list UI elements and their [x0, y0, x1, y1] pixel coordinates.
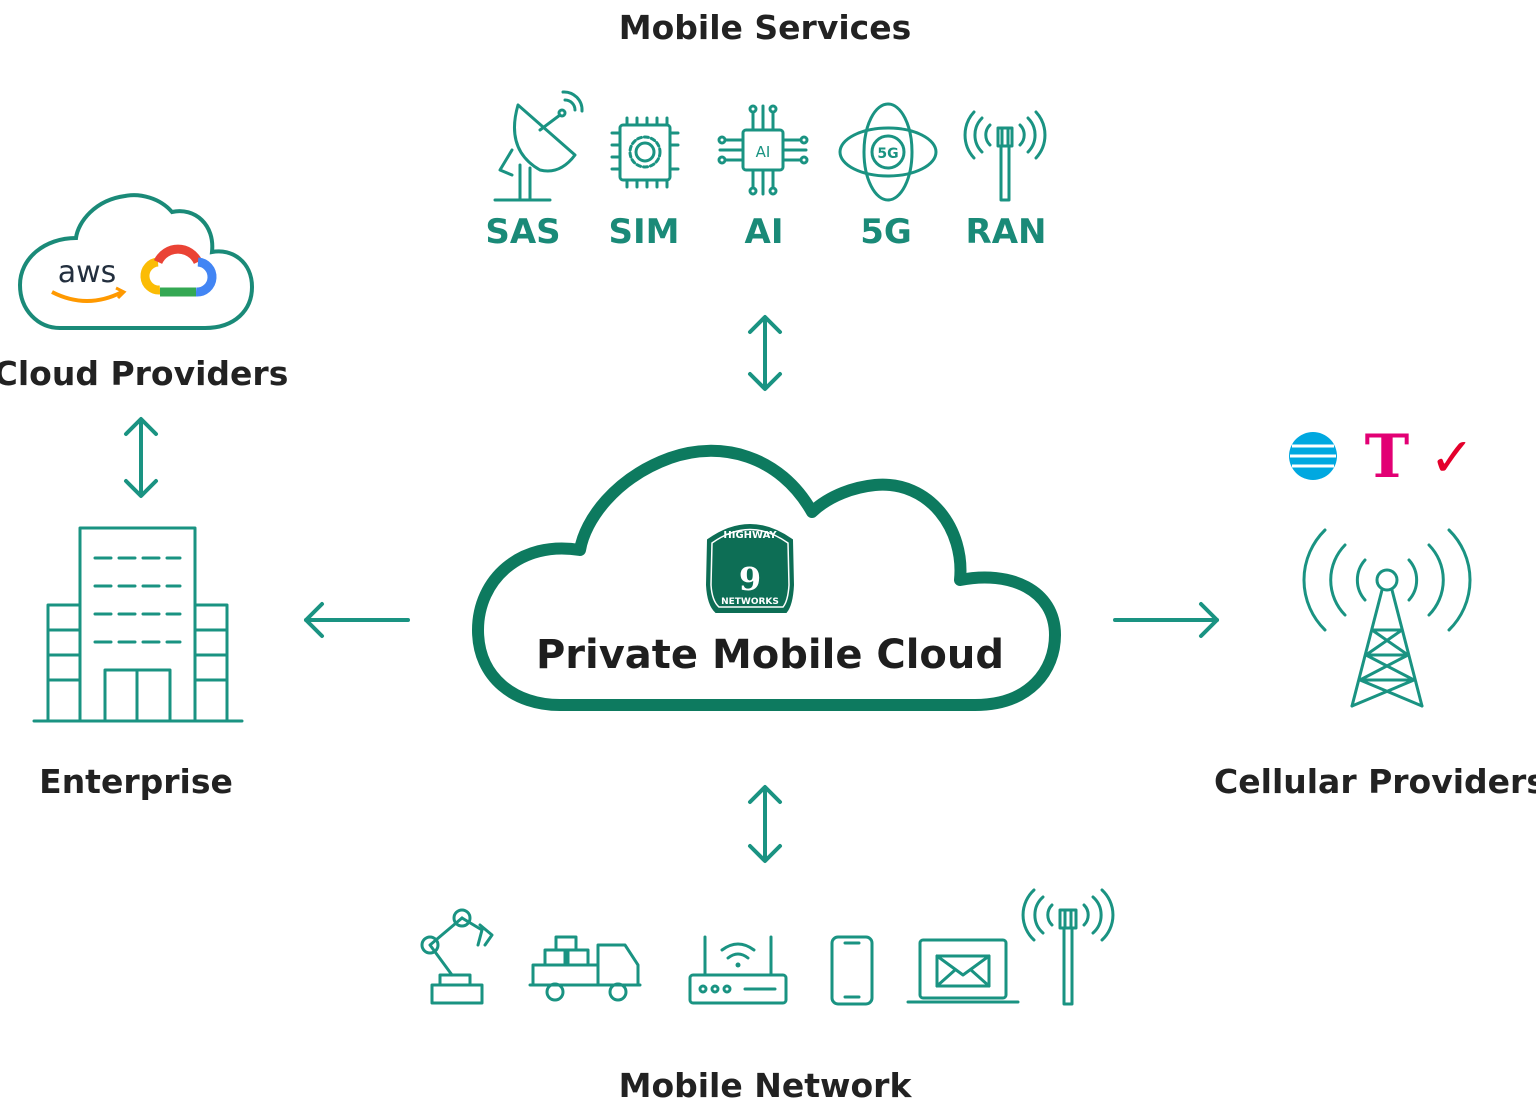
private-cloud-shape: [472, 444, 1061, 711]
arrow-services-to-cloud: [748, 315, 782, 391]
sim-chip-icon: [610, 116, 680, 189]
logo-bottom-text: NETWORKS: [721, 597, 779, 607]
arrow-cloud-to-network: [748, 785, 782, 863]
mobile-services-title: Mobile Services: [618, 8, 912, 47]
laptop-mail-icon: [906, 938, 1020, 1004]
5g-globe-icon: 5G: [838, 102, 938, 202]
verizon-logo-text: ✓: [1429, 426, 1474, 489]
service-label-sas: SAS: [485, 212, 561, 252]
arrow-cloud-to-enterprise: [304, 602, 410, 638]
private-mobile-cloud-title: Private Mobile Cloud: [535, 632, 1005, 678]
radio-antenna-icon: [963, 110, 1047, 202]
antenna-icon: [1021, 888, 1115, 1006]
service-label-5g: 5G: [860, 212, 912, 252]
google-cloud-logo-icon: [140, 244, 217, 297]
logo-number-text: 9: [739, 560, 761, 598]
mobile-network-title: Mobile Network: [618, 1066, 912, 1105]
service-label-sim: SIM: [608, 212, 680, 252]
aws-logo-text: aws: [58, 255, 117, 290]
arrow-cloud-to-cellular: [1113, 602, 1219, 638]
tmobile-logo-text: T: [1365, 422, 1410, 492]
cloud-providers-shape: [17, 193, 255, 330]
arrow-cloudproviders-enterprise: [124, 417, 158, 498]
highway9-logo: HIGHWAY 9 NETWORKS: [705, 524, 795, 613]
cell-tower-icon: [1302, 528, 1472, 708]
smartphone-icon: [830, 935, 874, 1006]
enterprise-building-icon: [32, 526, 244, 723]
service-label-ran: RAN: [965, 212, 1047, 252]
att-logo-icon: [1289, 432, 1337, 480]
ai-chip-text: AI: [756, 143, 771, 161]
logo-top-text: HIGHWAY: [723, 530, 777, 541]
aws-smile-icon: [51, 290, 123, 303]
truck-icon: [528, 935, 642, 1002]
satellite-dish-icon: [493, 90, 584, 202]
cellular-providers-title: Cellular Providers: [1214, 762, 1536, 801]
wifi-router-icon: [688, 935, 788, 1005]
ai-chip-icon: AI: [717, 104, 809, 196]
robot-arm-icon: [420, 908, 494, 1005]
enterprise-title: Enterprise: [39, 762, 233, 801]
cloud-providers-title: Cloud Providers: [0, 354, 289, 393]
service-label-ai: AI: [744, 212, 784, 252]
globe-5g-text: 5G: [877, 146, 898, 162]
